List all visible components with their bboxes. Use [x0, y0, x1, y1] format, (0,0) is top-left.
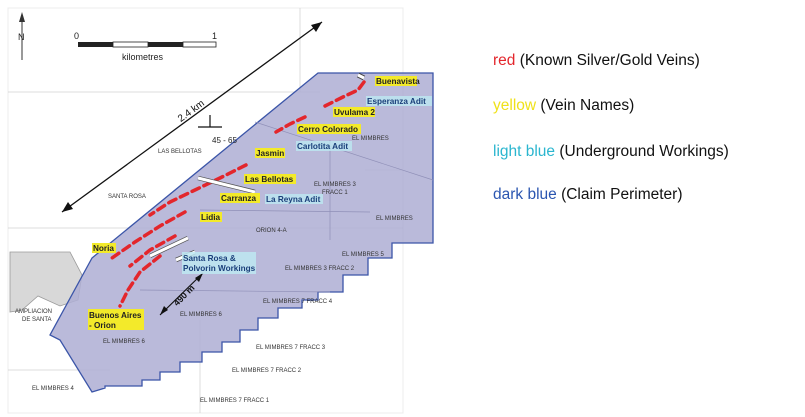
claim-label: LAS BELLOTAS	[158, 149, 202, 155]
working-label-carlotita: Carlotita Adit	[297, 142, 348, 151]
claim-label: DE SANTA	[22, 317, 52, 323]
claim-label: EL MIMBRES 6	[180, 312, 222, 318]
legend-key-dark-blue: dark blue	[493, 186, 557, 203]
claim-label: EL MIMBRES	[352, 136, 389, 142]
vein-label-jasmin: Jasmin	[256, 149, 284, 158]
vein-label-carranza: Carranza	[221, 194, 256, 203]
legend-item-dark-blue: dark blue (Claim Perimeter)	[493, 186, 683, 204]
claim-label: EL MIMBRES 5	[342, 252, 384, 258]
legend-desc-dark-blue: (Claim Perimeter)	[556, 186, 683, 203]
vein-name-labels: Buenavista Uvulama 2 Cerro Colorado Jasm…	[88, 76, 420, 330]
claim-labels: EL MIMBRES LAS BELLOTAS EL MIMBRES 3 FRA…	[15, 136, 413, 404]
claim-label: EL MIMBRES 3	[314, 182, 356, 188]
claim-label: ORION 4-A	[256, 228, 287, 234]
ampliacion-area	[9, 251, 83, 313]
claim-label: FRACC 1	[322, 190, 348, 196]
vein-label-las-bellotas: Las Bellotas	[245, 175, 294, 184]
vein-label-uvulama: Uvulama 2	[334, 108, 375, 117]
property-map: N 0 1 kilometres 2.4 km 45 - 65 490 m	[7, 7, 434, 414]
legend-item-light-blue: light blue (Underground Workings)	[493, 143, 729, 161]
claim-label: EL MIMBRES 7 FRACC 3	[256, 345, 326, 351]
scale-bar: 0 1 kilometres	[74, 31, 217, 62]
legend-key-yellow: yellow	[493, 97, 537, 114]
vein-label-noria: Noria	[93, 244, 114, 253]
vein-label-lidia: Lidia	[201, 213, 221, 222]
dip-label: 45 - 65	[212, 136, 237, 145]
working-labels: Esperanza Adit Carlotita Adit La Reyna A…	[182, 96, 432, 274]
scale-end: 1	[212, 31, 217, 41]
legend-key-light-blue: light blue	[493, 143, 556, 160]
scale-unit: kilometres	[122, 52, 164, 62]
dip-symbol: 45 - 65	[198, 115, 237, 145]
claim-label: EL MIMBRES 7 FRACC 4	[263, 299, 333, 305]
legend-item-yellow: yellow (Vein Names)	[493, 97, 634, 115]
legend-desc-yellow: (Vein Names)	[536, 97, 635, 114]
claim-label: SANTA ROSA	[108, 194, 146, 200]
working-label-la-reyna: La Reyna Adit	[266, 195, 321, 204]
vein-label-buenavista: Buenavista	[376, 77, 420, 86]
vein-label-orion: - Orion	[89, 321, 116, 330]
claim-perimeter	[49, 72, 434, 393]
legend-item-red: red (Known Silver/Gold Veins)	[493, 52, 700, 70]
silver-gold-veins	[110, 80, 366, 308]
working-label-santa-rosa: Santa Rosa &	[183, 254, 236, 263]
claim-label: EL MIMBRES 3 FRACC 2	[285, 266, 355, 272]
legend-key-red: red	[493, 52, 516, 69]
claim-label: EL MIMBRES 7 FRACC 2	[232, 368, 302, 374]
claim-label: EL MIMBRES	[376, 216, 413, 222]
north-label: N	[18, 32, 25, 42]
claim-label: EL MIMBRES 7 FRACC 1	[200, 398, 270, 404]
claim-label: EL MIMBRES 6	[103, 339, 145, 345]
legend-desc-light-blue: (Underground Workings)	[555, 143, 729, 160]
scale-start: 0	[74, 31, 79, 41]
working-label-esperanza: Esperanza Adit	[367, 97, 426, 106]
claim-label: AMPLIACION	[15, 309, 52, 315]
north-arrow: N	[18, 12, 25, 60]
legend-desc-red: (Known Silver/Gold Veins)	[515, 52, 700, 69]
vein-label-cerro-colorado: Cerro Colorado	[298, 125, 358, 134]
working-label-polvorin: Polvorin Workings	[183, 264, 256, 273]
vein-label-buenos-aires: Buenos Aires	[89, 311, 142, 320]
claim-label: EL MIMBRES 4	[32, 386, 74, 392]
